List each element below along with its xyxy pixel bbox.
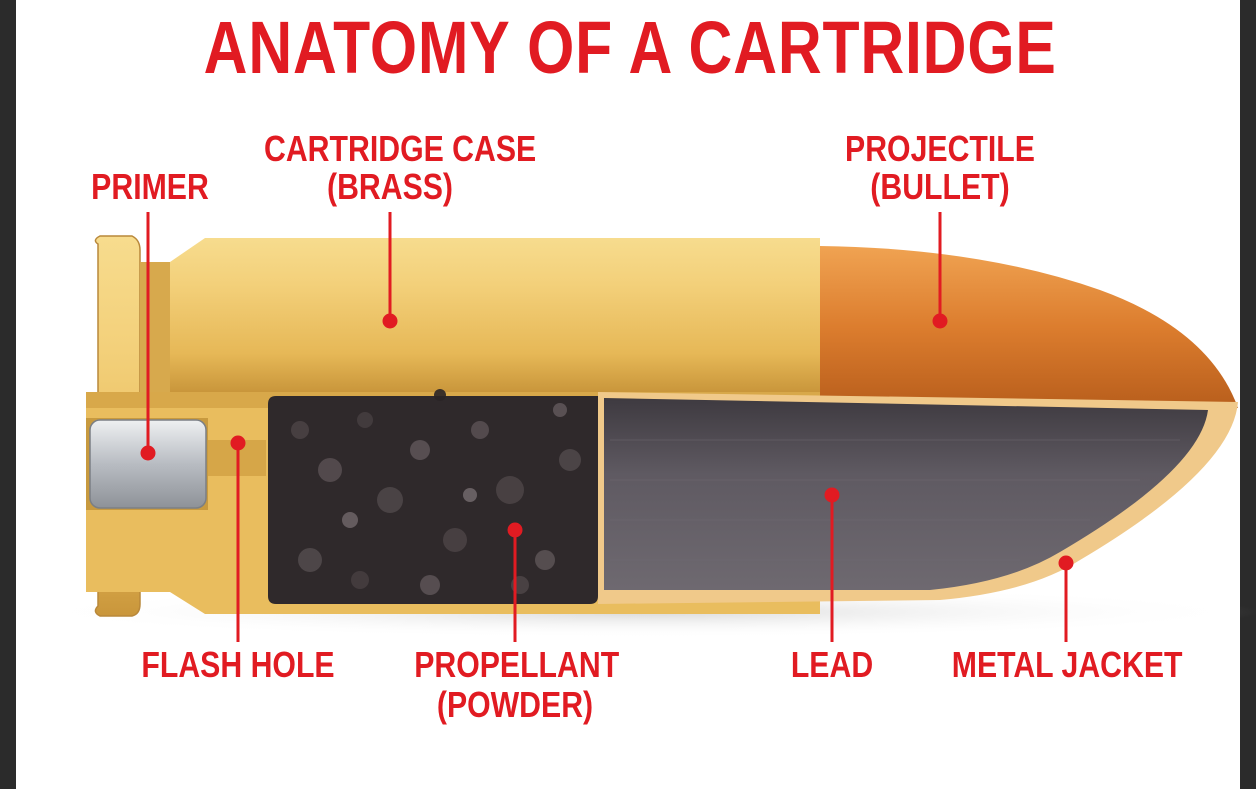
dot-projectile: [934, 315, 946, 327]
label-projectile-sub: (BULLET): [831, 168, 1049, 206]
dot-flash-hole: [232, 437, 244, 449]
dot-lead: [826, 489, 838, 501]
label-flash-hole: FLASH HOLE: [137, 646, 339, 684]
dot-cartridge-case: [384, 315, 396, 327]
dot-primer: [142, 447, 154, 459]
label-primer: PRIMER: [83, 168, 217, 206]
dot-metal-jacket: [1060, 557, 1072, 569]
label-metal-jacket: METAL JACKET: [952, 646, 1180, 684]
label-lead: LEAD: [782, 646, 883, 684]
page-title: ANATOMY OF A CARTRIDGE: [115, 6, 1145, 90]
case-body: [170, 238, 820, 392]
bullet-jacket-top: [820, 246, 1238, 408]
label-propellant: PROPELLANT: [414, 646, 616, 684]
dot-propellant: [509, 524, 521, 536]
powder-chamber: [268, 396, 598, 604]
label-cartridge-case-sub: (BRASS): [264, 168, 516, 206]
label-cartridge-case: CARTRIDGE CASE: [264, 130, 516, 168]
lead-core: [604, 398, 1208, 590]
label-projectile: PROJECTILE: [831, 130, 1049, 168]
label-propellant-sub: (POWDER): [414, 686, 616, 724]
